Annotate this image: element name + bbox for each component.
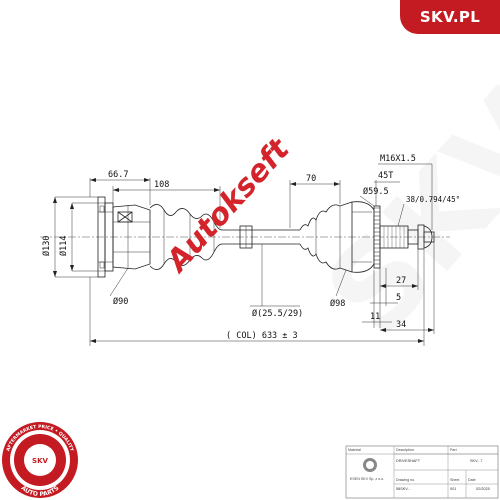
- tb-drawing-no-label: Drawing no.: [396, 478, 415, 482]
- right-boot: [299, 201, 353, 273]
- dim-overall-length: [89, 250, 425, 346]
- dim-70: [289, 180, 341, 228]
- dim-label-130: Ø130: [41, 236, 52, 256]
- dim-spline-leader: [397, 203, 405, 227]
- dim-teeth: [374, 180, 400, 206]
- left-boot: [149, 204, 223, 270]
- tb-material-label: Material: [348, 448, 361, 452]
- dim-label-66-7: 66.7: [108, 170, 128, 180]
- dim-label-34: 34: [396, 320, 406, 330]
- dim-5: [370, 268, 398, 306]
- dim-label-59-5: Ø59.5: [363, 186, 389, 197]
- dim-label-114: Ø114: [58, 236, 69, 256]
- tb-sheet-value: 001: [450, 487, 456, 491]
- skv-seal-logo: AFTERMARKET PRICE • QUALITY AUTO PARTS S…: [2, 422, 78, 498]
- seal-center-text: SKV: [32, 457, 48, 465]
- dim-label-5: 5: [396, 293, 401, 303]
- tb-part-value: SKV...7: [470, 459, 483, 463]
- tb-sheet-label: Sheet: [450, 478, 459, 482]
- dim-label-108: 108: [154, 180, 169, 190]
- tb-drawing-no-value: 58SKV...: [396, 487, 411, 491]
- dim-label-shaft: Ø(25.5/29): [252, 308, 303, 319]
- dim-90-leader: [109, 267, 129, 297]
- abs-ring: [373, 205, 381, 269]
- intermediate-shaft: [222, 225, 300, 249]
- tb-date-value: 02/2025: [476, 487, 490, 491]
- dim-130: [53, 196, 98, 278]
- dim-114: [70, 202, 105, 272]
- dim-label-spline: 38/0.794/45°: [406, 195, 460, 204]
- dim-108: [112, 186, 221, 228]
- dim-11: [362, 270, 392, 328]
- dim-label-teeth: 45T: [378, 171, 393, 181]
- dim-label-90: Ø90: [113, 296, 128, 307]
- tb-company-text: ESEN SKV Sp. z o.o.: [350, 477, 384, 481]
- dim-66-7: [89, 178, 151, 205]
- title-block: [345, 445, 499, 499]
- left-joint-housing: [112, 204, 151, 270]
- tb-part-label: Part: [450, 448, 457, 452]
- dim-label-27: 27: [396, 276, 406, 286]
- dim-label-thread: M16X1.5: [380, 154, 416, 164]
- dim-34: [380, 242, 435, 334]
- dim-27: [379, 248, 419, 290]
- dim-98-leader: [335, 269, 347, 297]
- dim-label-overall: ( COL) 633 ± 3: [226, 331, 298, 341]
- dim-thread: [378, 163, 433, 230]
- tb-description-label: Description: [396, 448, 414, 452]
- tb-description-value: DRIVESHAFT: [396, 459, 421, 463]
- stub-shaft: [379, 224, 435, 250]
- skv-brand-badge[interactable]: SKV.PL: [400, 0, 500, 34]
- dim-label-98: Ø98: [330, 298, 345, 309]
- tb-date-label: Date: [468, 478, 476, 482]
- dim-label-70: 70: [306, 174, 316, 184]
- dim-59-5-leader: [359, 195, 375, 207]
- dim-label-11: 11: [370, 312, 380, 322]
